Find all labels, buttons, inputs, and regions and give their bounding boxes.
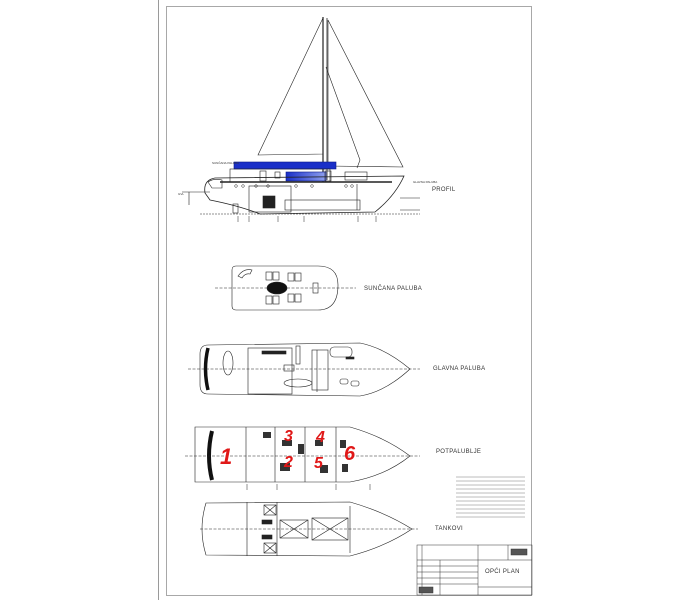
- cabin-number-2: 2: [284, 454, 293, 471]
- specification-table: [456, 476, 525, 518]
- tanks-plan: [200, 501, 418, 557]
- view-label-suncana-paluba: SUNČANA PALUBA: [364, 286, 423, 292]
- view-label-potpalublje: POTPALUBLJE: [436, 449, 482, 455]
- title-block: [416, 544, 533, 596]
- sheet-edge-line: [158, 0, 159, 600]
- cabin-number-4: 4: [316, 429, 325, 446]
- cabin-number-5: 5: [314, 455, 323, 472]
- drawing-frame: [166, 6, 532, 596]
- view-label-tankovi: TANKOVI: [435, 526, 463, 532]
- svg-text:SUNČANA PALUBA: SUNČANA PALUBA: [212, 160, 239, 165]
- main-deck-plan: [188, 342, 420, 397]
- sun-deck-plan: [215, 265, 356, 311]
- view-label-profil: PROFIL: [432, 187, 456, 193]
- profile-view: [182, 17, 420, 222]
- cabin-number-3: 3: [284, 428, 293, 445]
- svg-text:GLAVNA PALUBA: GLAVNA PALUBA: [413, 180, 437, 184]
- cabin-number-6: 6: [344, 443, 356, 465]
- view-label-glavna-paluba: GLAVNA PALUBA: [433, 366, 486, 372]
- cabin-number-1: 1: [220, 444, 233, 469]
- svg-text:GVL: GVL: [178, 192, 184, 196]
- title-block-drawing-title: OPĆI PLAN: [485, 569, 520, 575]
- lower-deck-plan: [185, 426, 420, 490]
